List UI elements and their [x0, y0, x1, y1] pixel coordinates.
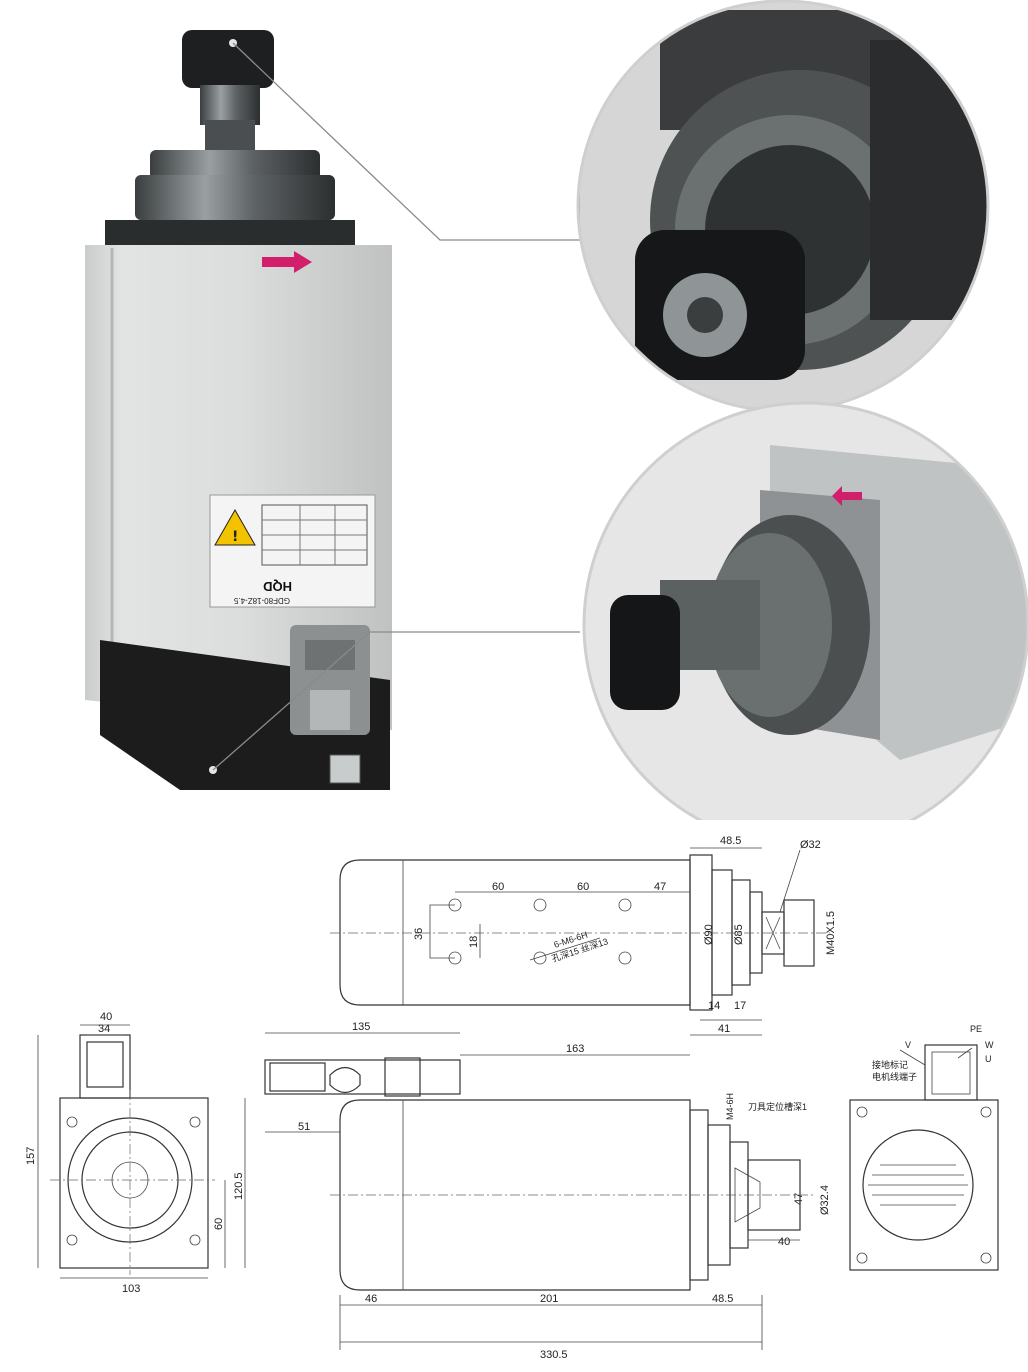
dim-top-17: 17 [734, 1000, 746, 1012]
dim-side-163: 163 [566, 1043, 584, 1055]
rotation-arrow [262, 251, 312, 273]
conn-ground: 接地标记 [872, 1059, 908, 1070]
dim-side-slot: 刀具定位槽深1 [748, 1101, 807, 1112]
dim-front-60: 60 [213, 1218, 225, 1230]
dim-side-47: 47 [793, 1193, 805, 1205]
dim-front-40: 40 [100, 1011, 112, 1023]
dim-top-36: 36 [413, 928, 425, 940]
spindle-photo: ! HQD GDF80-18Z-4.5 [85, 30, 392, 790]
dim-top-14: 14 [708, 1000, 720, 1012]
callout-line-top [232, 42, 580, 241]
dim-side-51: 51 [298, 1121, 310, 1133]
rear-view [849, 1044, 999, 1271]
label-model: GDF80-18Z-4.5 [233, 596, 290, 605]
svg-text:!: ! [232, 529, 238, 545]
label-brand: HQD [263, 579, 292, 594]
side-view [264, 1032, 815, 1350]
dim-top-41: 41 [718, 1023, 730, 1035]
dim-top-60a: 60 [492, 881, 504, 893]
technical-drawing: 48.5 Ø32 60 60 47 Ø90 Ø85 M40X1.5 36 18 … [0, 820, 1028, 1372]
spindle-label: ! [209, 494, 376, 608]
dim-top-48-5: 48.5 [720, 835, 741, 847]
collet-nut [182, 30, 274, 88]
dim-top-18: 18 [468, 936, 480, 948]
power-connector [290, 625, 370, 784]
photo-canvas: ! HQD GDF80-18Z-4.5 [85, 0, 1028, 820]
dim-top-d32: Ø32 [800, 839, 821, 851]
dim-side-48-5: 48.5 [712, 1293, 733, 1305]
top-view [330, 847, 830, 1036]
drawing-canvas: 48.5 Ø32 60 60 47 Ø90 Ø85 M40X1.5 36 18 … [25, 835, 999, 1361]
dim-top-m40: M40X1.5 [825, 911, 837, 955]
dim-side-201: 201 [540, 1293, 558, 1305]
dim-side-40: 40 [778, 1236, 790, 1248]
dim-side-d32-4: Ø32.4 [819, 1185, 831, 1215]
dim-top-60b: 60 [577, 881, 589, 893]
dim-top-d90: Ø90 [703, 924, 715, 945]
conn-v: V [905, 1040, 911, 1050]
conn-u: U [985, 1054, 992, 1064]
dim-side-m4: M4-6H [725, 1093, 735, 1120]
dim-front-103: 103 [122, 1283, 140, 1295]
dim-front-157: 157 [25, 1147, 37, 1165]
detail-photo-bearing [582, 401, 1028, 820]
dim-side-135: 135 [352, 1021, 370, 1033]
dim-side-330-5: 330.5 [540, 1349, 568, 1361]
conn-terminal: 电机线端子 [872, 1071, 917, 1082]
dim-top-47: 47 [654, 881, 666, 893]
photo-area: ! HQD GDF80-18Z-4.5 [85, 0, 1028, 820]
dim-top-d85: Ø85 [733, 924, 745, 945]
conn-w: W [985, 1040, 994, 1050]
dim-side-46: 46 [365, 1293, 377, 1305]
conn-pe: PE [970, 1024, 982, 1034]
front-view [37, 1024, 246, 1279]
dim-front-120-5: 120.5 [233, 1172, 245, 1200]
callout-line-bottom [212, 631, 580, 771]
detail-photo-collet [576, 0, 990, 413]
dim-front-34: 34 [98, 1023, 110, 1035]
spindle-body [85, 245, 392, 730]
